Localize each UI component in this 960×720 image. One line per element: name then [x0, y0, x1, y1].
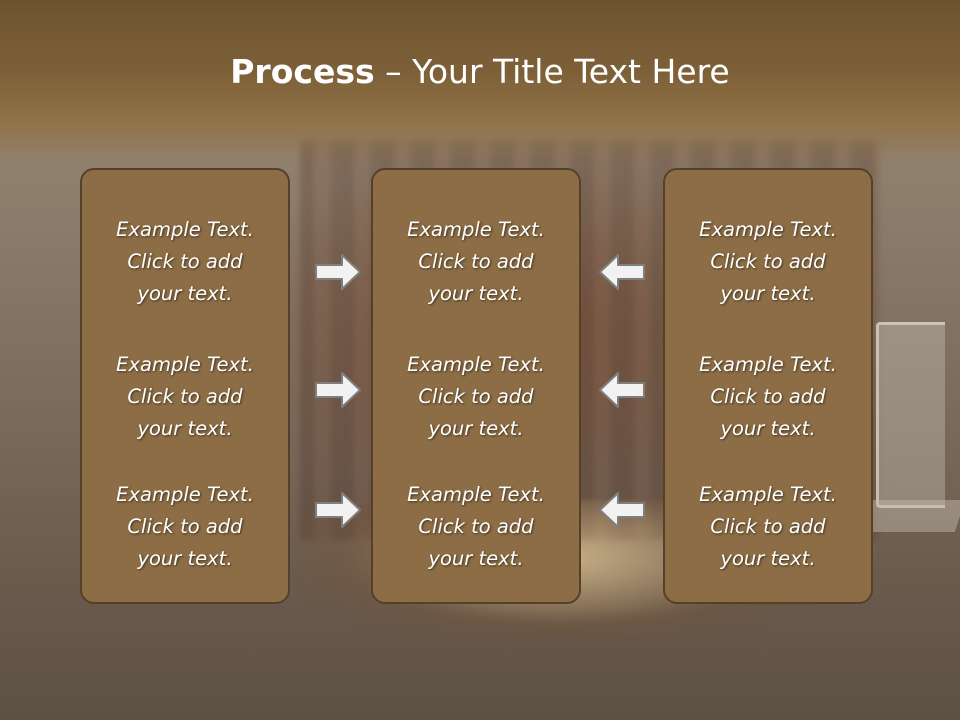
text-line: your text.: [720, 282, 816, 305]
arrow-left-icon[interactable]: [598, 490, 646, 530]
text-line: Example Text.: [407, 483, 545, 506]
text-item[interactable]: Example Text. Click to add your text.: [665, 479, 871, 575]
arrow-right-icon[interactable]: [314, 252, 362, 292]
title-bold: Process: [230, 52, 375, 91]
text-item[interactable]: Example Text. Click to add your text.: [373, 479, 579, 575]
text-line: your text.: [137, 417, 233, 440]
text-line: Click to add: [127, 385, 243, 408]
text-item[interactable]: Example Text. Click to add your text.: [665, 349, 871, 445]
title-rest: – Your Title Text Here: [374, 52, 730, 91]
arrow-left-icon[interactable]: [598, 252, 646, 292]
text-line: Click to add: [710, 385, 826, 408]
text-line: Click to add: [418, 250, 534, 273]
text-line: Example Text.: [407, 218, 545, 241]
process-box-left[interactable]: Example Text. Click to add your text. Ex…: [80, 168, 290, 604]
text-item[interactable]: Example Text. Click to add your text.: [665, 214, 871, 310]
text-line: your text.: [720, 417, 816, 440]
text-line: Example Text.: [699, 218, 837, 241]
title-band: [0, 0, 960, 160]
text-line: Click to add: [710, 515, 826, 538]
text-line: your text.: [720, 547, 816, 570]
text-item[interactable]: Example Text. Click to add your text.: [82, 214, 288, 310]
text-line: Click to add: [710, 250, 826, 273]
text-item[interactable]: Example Text. Click to add your text.: [373, 349, 579, 445]
text-line: your text.: [137, 547, 233, 570]
text-line: Click to add: [127, 250, 243, 273]
text-line: Click to add: [127, 515, 243, 538]
process-box-right[interactable]: Example Text. Click to add your text. Ex…: [663, 168, 873, 604]
text-line: Example Text.: [116, 483, 254, 506]
text-line: Example Text.: [699, 483, 837, 506]
text-item[interactable]: Example Text. Click to add your text.: [373, 214, 579, 310]
text-line: your text.: [428, 282, 524, 305]
arrow-right-icon[interactable]: [314, 370, 362, 410]
text-line: Example Text.: [116, 218, 254, 241]
process-box-center[interactable]: Example Text. Click to add your text. Ex…: [371, 168, 581, 604]
background-laptop-screen: [876, 322, 945, 508]
arrow-right-icon[interactable]: [314, 490, 362, 530]
slide-title[interactable]: Process – Your Title Text Here: [0, 52, 960, 91]
text-line: your text.: [137, 282, 233, 305]
text-item[interactable]: Example Text. Click to add your text.: [82, 479, 288, 575]
text-line: Example Text.: [407, 353, 545, 376]
text-line: Example Text.: [116, 353, 254, 376]
text-line: your text.: [428, 417, 524, 440]
text-line: your text.: [428, 547, 524, 570]
text-line: Click to add: [418, 385, 534, 408]
text-item[interactable]: Example Text. Click to add your text.: [82, 349, 288, 445]
text-line: Example Text.: [699, 353, 837, 376]
text-line: Click to add: [418, 515, 534, 538]
arrow-left-icon[interactable]: [598, 370, 646, 410]
